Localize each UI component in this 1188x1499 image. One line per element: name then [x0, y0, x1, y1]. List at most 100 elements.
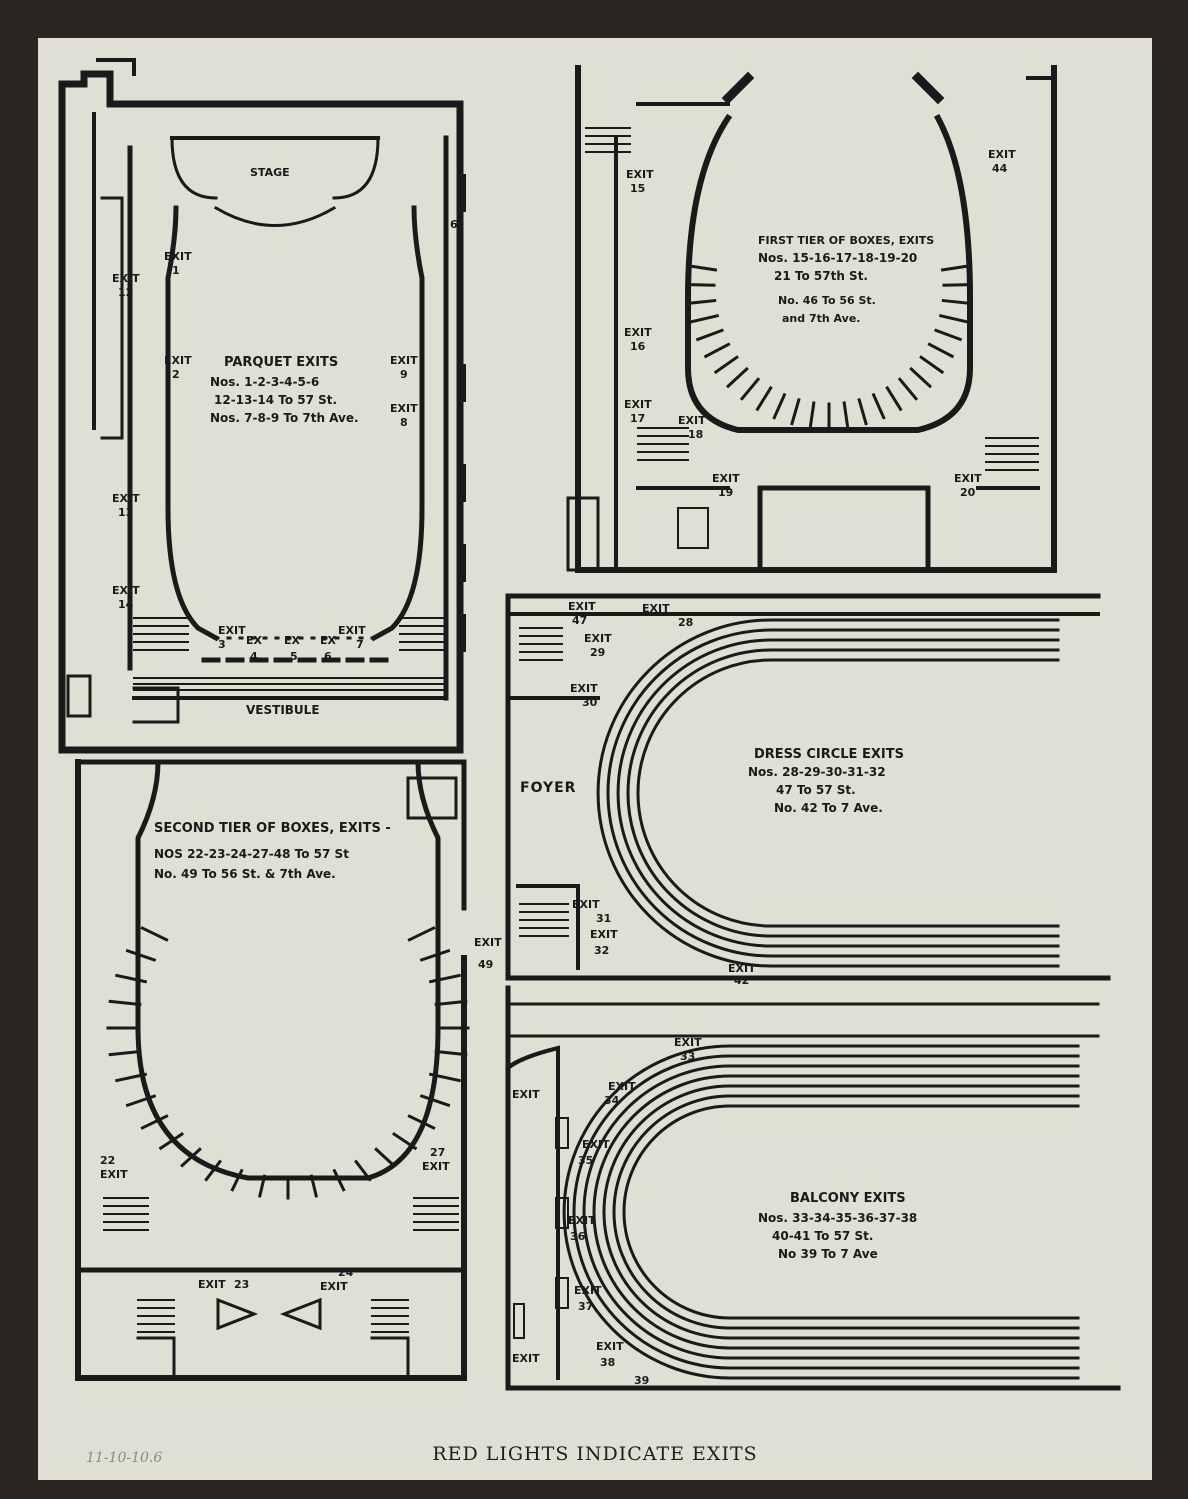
box-partition — [941, 298, 971, 305]
exit-word: EXIT — [608, 1080, 636, 1093]
seating-row — [622, 1104, 1080, 1320]
exit-word: EXIT — [474, 936, 502, 949]
balcony-plan — [505, 985, 1121, 1391]
exit-word: EXIT — [678, 414, 706, 427]
exit-20-label: 20 — [960, 486, 976, 499]
box-partition — [942, 283, 972, 287]
box-partition — [332, 1168, 346, 1192]
exit-word: EXIT — [674, 1036, 702, 1049]
exits-caption: RED LIGHTS INDICATE EXITS — [432, 1443, 758, 1465]
exit-27-label: 27 — [430, 1146, 445, 1159]
second-tier-title: SECOND TIER OF BOXES, EXITS - — [154, 821, 391, 836]
program-page: STAGE VESTIBULE 6 PARQUET EXITS Nos. 1-2… — [38, 38, 1152, 1480]
exit-37-label: 37 — [578, 1300, 593, 1313]
box-partition — [725, 366, 749, 389]
box-partition — [140, 1114, 169, 1130]
seating-row — [626, 648, 1060, 938]
second-tier-line-1: NOS 22-23-24-27-48 To 57 St — [154, 847, 349, 861]
exit-word: EXIT — [100, 1168, 128, 1181]
box-partition — [790, 398, 801, 426]
exit-word: EXIT — [198, 1278, 226, 1291]
exit-word: EXIT — [582, 1138, 610, 1151]
exit-13-label: 13 — [118, 506, 133, 519]
seating-row — [572, 1054, 1080, 1370]
box-partition — [108, 999, 142, 1007]
exit-35-label: 35 — [578, 1154, 593, 1167]
exit-word: EXIT — [642, 602, 670, 615]
first-tier-line-1: Nos. 15-16-17-18-19-20 — [758, 251, 917, 265]
balcony-exit-markers: EXIT 33 EXIT EXIT 34 EXIT 35 EXIT 36 EXI… — [512, 1036, 702, 1387]
seating-row — [592, 1074, 1080, 1350]
box-partition — [434, 999, 468, 1007]
exit-24-label: 24 — [338, 1266, 354, 1279]
box-partition — [919, 355, 945, 375]
exit-18-label: 18 — [688, 428, 703, 441]
parquet-plan — [58, 58, 466, 754]
exit-word: EXIT — [338, 624, 366, 637]
exit-38-label: 38 — [600, 1356, 615, 1369]
box-partition — [125, 1094, 157, 1108]
exit-word: EXIT — [584, 632, 612, 645]
box-partition — [158, 1132, 184, 1151]
exit-30-label: 30 — [582, 696, 598, 709]
box-partition — [713, 355, 739, 375]
box-partition — [230, 1168, 244, 1192]
seating-row — [612, 1094, 1080, 1330]
parquet-exit-markers: EXIT 1 EXIT 2 EXIT 9 EXIT 8 EXIT 12 EXIT… — [112, 250, 418, 663]
box-partition — [434, 1049, 468, 1057]
dress-circle-line-2: 47 To 57 St. — [776, 783, 856, 797]
seating-row — [596, 618, 1060, 968]
exit-44-label: 44 — [992, 162, 1008, 175]
exit-word: EXIT — [568, 600, 596, 613]
box-partition — [871, 392, 886, 420]
box-partition — [772, 392, 787, 420]
first-tier-line-2: 21 To 57th St. — [774, 269, 868, 283]
box-partition — [695, 328, 724, 342]
box-partition — [257, 1174, 267, 1198]
seating-row — [636, 658, 1060, 928]
exit-42-label: 42 — [734, 974, 749, 987]
exit-word: EXIT — [626, 168, 654, 181]
exit-36-label: 36 — [570, 1230, 586, 1243]
box-partition — [687, 298, 717, 305]
ex-word: EX — [320, 634, 337, 647]
ex-word: EX — [284, 634, 301, 647]
exit-14-label: 14 — [118, 598, 134, 611]
box-partition — [690, 314, 720, 324]
parquet-line-2: 12-13-14 To 57 St. — [214, 393, 337, 407]
box-partition — [857, 398, 868, 426]
exit-word: EXIT — [728, 962, 756, 975]
box-partition — [407, 1114, 436, 1130]
dress-circle-exit-markers: EXIT 47 EXIT 28 EXIT 29 EXIT 30 EXIT 31 … — [568, 600, 756, 987]
exit-8-label: 8 — [400, 416, 408, 429]
box-partition — [808, 401, 816, 429]
exit-34-label: 34 — [604, 1094, 620, 1107]
box-partition — [909, 366, 933, 389]
box-partition — [428, 1072, 461, 1083]
exit-word: EXIT — [512, 1088, 540, 1101]
floor-plan-diagram: STAGE VESTIBULE 6 PARQUET EXITS Nos. 1-2… — [58, 58, 1121, 1391]
exit-word: EXIT — [572, 898, 600, 911]
box-partition — [842, 401, 850, 429]
exit-1-label: 1 — [172, 264, 180, 277]
seating-row — [606, 628, 1060, 958]
box-partition — [115, 1072, 148, 1083]
exit-6-label: 6 — [324, 650, 332, 663]
box-partition — [419, 948, 451, 962]
box-partition — [885, 385, 903, 412]
box-partition — [353, 1159, 372, 1182]
exit-word: EXIT — [590, 928, 618, 941]
exit-39-label: 39 — [634, 1374, 649, 1387]
box-partition — [419, 1094, 451, 1108]
box-partition — [407, 926, 436, 942]
dress-circle-plan — [505, 593, 1111, 981]
exit-12-label: 12 — [118, 286, 133, 299]
first-tier-plan — [566, 65, 1057, 573]
dress-circle-title: DRESS CIRCLE EXITS — [754, 747, 904, 762]
box-partition — [940, 264, 971, 272]
box-partition — [180, 1147, 202, 1168]
exit-23-label: 23 — [234, 1278, 249, 1291]
balcony-line-2: 40-41 To 57 St. — [772, 1229, 873, 1243]
box-partition — [115, 973, 148, 984]
exit-32-label: 32 — [594, 944, 609, 957]
